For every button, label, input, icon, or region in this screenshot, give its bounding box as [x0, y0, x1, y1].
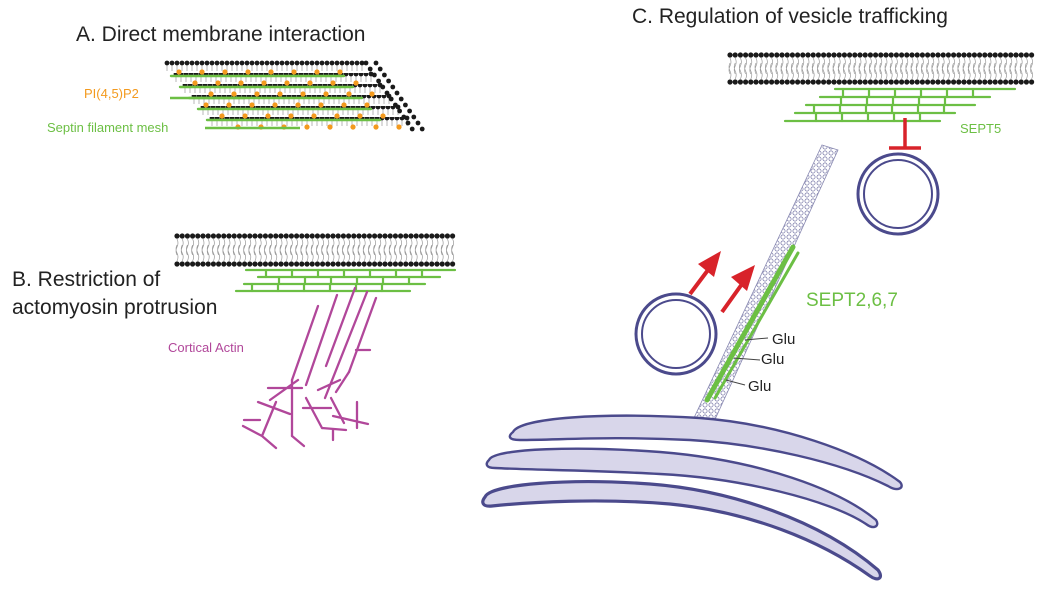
inhibition-symbol — [889, 118, 921, 150]
panel-b-title-line2: actomyosin protrusion — [12, 296, 217, 319]
sept5-label: SEPT5 — [960, 121, 1001, 136]
glu-label-3: Glu — [748, 378, 771, 395]
cortical-actin-label: Cortical Actin — [168, 340, 244, 355]
septin-mesh-label: Septin filament mesh — [47, 120, 168, 135]
transport-arrows — [688, 251, 755, 314]
panel-a-title: A. Direct membrane interaction — [76, 23, 365, 46]
sept5-filaments — [783, 87, 1017, 123]
panel-b-title-line1: B. Restriction of — [12, 268, 160, 291]
septin-mesh-b — [234, 268, 457, 293]
panel-c-title: C. Regulation of vesicle trafficking — [632, 5, 948, 28]
glu-label-1: Glu — [772, 331, 795, 348]
panel-b: B. Restriction of actomyosin protrusion … — [12, 233, 457, 450]
golgi-stack — [481, 414, 903, 581]
glu-markers: Glu Glu Glu — [725, 331, 795, 395]
pip2-label: PI(4,5)P2 — [84, 86, 139, 101]
sept267-filaments — [704, 244, 800, 403]
panel-c: C. Regulation of vesicle trafficking SEP… — [481, 5, 1035, 581]
plasma-membrane-b — [174, 233, 456, 267]
vesicle-top — [856, 152, 940, 236]
vesicle-bottom — [634, 292, 718, 376]
panel-a: A. Direct membrane interaction PI(4,5)P2… — [47, 23, 425, 135]
glu-label-2: Glu — [761, 351, 784, 368]
cortical-actin — [241, 286, 378, 450]
stacked-membrane-layers — [163, 59, 425, 132]
plasma-membrane-c — [727, 52, 1035, 85]
sept267-label: SEPT2,6,7 — [806, 290, 898, 311]
